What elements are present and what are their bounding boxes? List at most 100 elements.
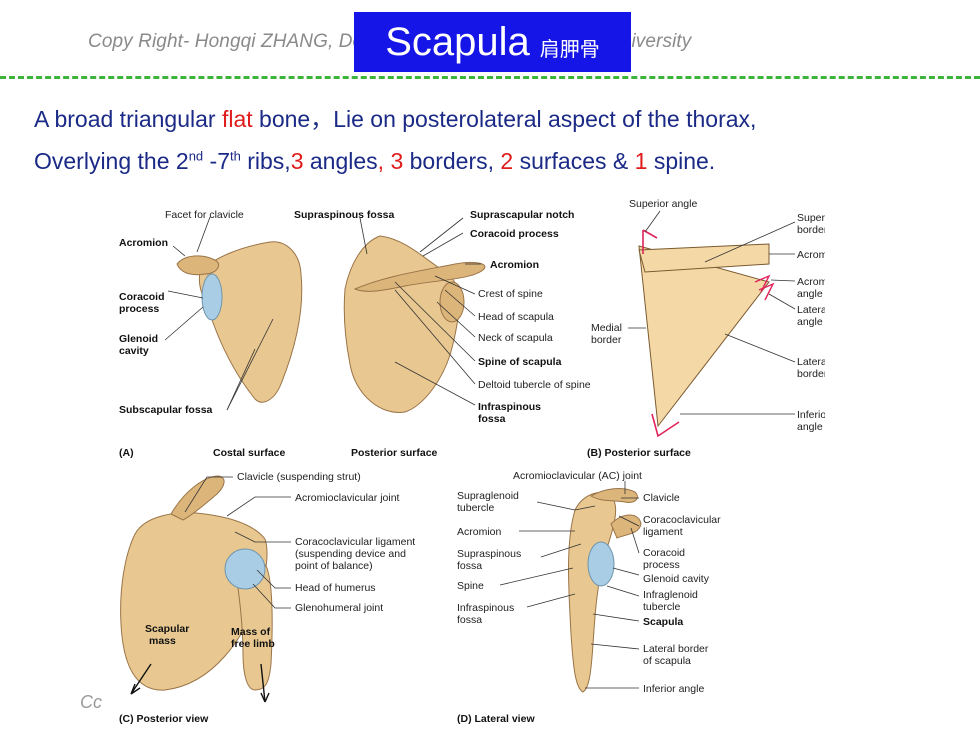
free-limb-arrow bbox=[260, 663, 270, 703]
intro-comma: , bbox=[377, 148, 385, 174]
intro-text: surfaces & bbox=[513, 148, 635, 174]
label-subscapular-fossa: Subscapular fossa bbox=[119, 404, 213, 416]
label-acromion-b: Acromion bbox=[797, 249, 825, 261]
intro-line-1: A broad triangular flat bone，Lie on post… bbox=[34, 100, 756, 134]
label-infraglenoid-l2: tubercle bbox=[643, 601, 681, 613]
label-acromion-posterior: Acromion bbox=[490, 259, 539, 271]
lateral-glenoid-shape bbox=[587, 541, 615, 587]
label-superior-border-l2: border bbox=[797, 224, 825, 236]
page-title: Scapula bbox=[385, 19, 530, 64]
intro-text: spine. bbox=[647, 148, 716, 174]
label-ac-joint-d: Acromioclavicular (AC) joint bbox=[513, 470, 642, 482]
label-inferior-angle-l1: Inferior bbox=[797, 409, 825, 421]
label-lateral-angle-l1: Lateral bbox=[797, 304, 825, 316]
label-infraspinous-d-l1: Infraspinous bbox=[457, 602, 514, 614]
posterior-glenoid-shape bbox=[439, 281, 465, 323]
scapula-figure: Facet for clavicle Supraspinous fossa Su… bbox=[119, 198, 825, 725]
label-scapular-mass-l1: Scapular bbox=[145, 623, 189, 635]
label-inferior-angle-l2: angle bbox=[797, 421, 823, 433]
humeral-head-shape bbox=[224, 548, 266, 590]
label-coracoclavicular-d-l2: ligament bbox=[643, 526, 683, 538]
label-coracoid-d-l2: process bbox=[643, 559, 680, 571]
count-borders: 3 bbox=[384, 148, 404, 174]
leader-lines-b bbox=[628, 210, 796, 415]
posterior-scapula-shape bbox=[343, 235, 460, 413]
inferior-angle-mark bbox=[651, 413, 680, 438]
intro-text: borders, bbox=[403, 148, 501, 174]
label-supraspinous-fossa: Supraspinous fossa bbox=[294, 209, 395, 221]
count-angles: 3 bbox=[290, 148, 304, 174]
partial-footer-text: Cc bbox=[80, 692, 102, 712]
label-acromion-d: Acromion bbox=[457, 526, 502, 538]
label-coracoclavicular-d-l1: Coracoclavicular bbox=[643, 514, 721, 526]
label-coracoclavicular-l2: (suspending device and bbox=[295, 548, 406, 560]
panel-b: Superior angle Superior border Acromion … bbox=[587, 198, 825, 459]
label-superior-border-l1: Superior bbox=[797, 212, 825, 224]
label-coracoid-l1: Coracoid bbox=[119, 291, 165, 303]
panel-d: Acromioclavicular (AC) joint Supraglenoi… bbox=[457, 470, 721, 725]
label-superior-angle: Superior angle bbox=[629, 198, 697, 210]
shoulder-humerus-shape bbox=[234, 558, 273, 691]
label-lateral-border-l2: border bbox=[797, 368, 825, 380]
title-box: Scapula 肩胛骨 bbox=[354, 12, 631, 72]
dashed-divider bbox=[0, 76, 980, 79]
label-coracoclavicular-l3: point of balance) bbox=[295, 560, 373, 572]
page-title-chinese: 肩胛骨 bbox=[539, 36, 600, 61]
intro-highlight-flat: flat bbox=[221, 106, 253, 132]
label-acromial-angle-l2: angle bbox=[797, 288, 823, 300]
label-spine-of-scapula: Spine of scapula bbox=[478, 356, 562, 368]
lateral-coracoid-shape bbox=[610, 514, 642, 539]
label-glenoid-cavity-d: Glenoid cavity bbox=[643, 573, 710, 585]
label-medial-border-l2: border bbox=[591, 334, 622, 346]
panel-d-caption: (D) Lateral view bbox=[457, 713, 535, 725]
label-glenoid-l2: cavity bbox=[119, 345, 149, 357]
panel-c-caption: (C) Posterior view bbox=[119, 713, 209, 725]
label-clavicle-strut: Clavicle (suspending strut) bbox=[237, 471, 361, 483]
scapular-mass-arrow bbox=[130, 663, 152, 695]
label-coracoclavicular-l1: Coracoclavicular ligament bbox=[295, 536, 415, 548]
label-coracoid-d-l1: Coracoid bbox=[643, 547, 685, 559]
label-infraspinous-d-l2: fossa bbox=[457, 614, 482, 626]
count-surfaces: 2 bbox=[500, 148, 514, 174]
intro-text: angles bbox=[303, 148, 378, 174]
count-spine: 1 bbox=[634, 148, 648, 174]
label-head-of-humerus: Head of humerus bbox=[295, 582, 376, 594]
label-ac-joint: Acromioclavicular joint bbox=[295, 492, 400, 504]
label-glenohumeral-joint: Glenohumeral joint bbox=[295, 602, 383, 614]
label-supraspinous-d-l1: Supraspinous bbox=[457, 548, 521, 560]
label-supraspinous-d-l2: fossa bbox=[457, 560, 482, 572]
label-scapula-d: Scapula bbox=[643, 616, 683, 628]
leader-lines-d bbox=[499, 481, 640, 689]
costal-glenoid-shape bbox=[201, 273, 223, 321]
label-medial-border-l1: Medial bbox=[591, 322, 622, 334]
intro-line-2: Overlying the 2nd -7th ribs,3 angles, 3 … bbox=[34, 148, 715, 175]
label-head-of-scapula: Head of scapula bbox=[478, 311, 554, 323]
label-crest-of-spine: Crest of spine bbox=[478, 288, 543, 300]
posterior-spine-shape bbox=[353, 261, 486, 292]
label-supraglenoid-l1: Supraglenoid bbox=[457, 490, 519, 502]
lateral-clavicle-shape bbox=[590, 488, 638, 503]
label-posterior-surface: Posterior surface bbox=[351, 447, 438, 459]
label-lateral-border-d-l1: Lateral border bbox=[643, 643, 709, 655]
label-inferior-angle-d: Inferior angle bbox=[643, 683, 704, 695]
triangle-spine-shape bbox=[638, 243, 770, 273]
intro-text: ribs, bbox=[240, 148, 291, 174]
shoulder-clavicle-shape bbox=[170, 475, 225, 521]
label-scapular-mass-l2: mass bbox=[149, 635, 176, 647]
label-neck-of-scapula: Neck of scapula bbox=[478, 332, 553, 344]
costal-acromion-shape bbox=[176, 255, 220, 276]
label-spine-d: Spine bbox=[457, 580, 484, 592]
label-mass-free-limb-l1: Mass of bbox=[231, 626, 271, 638]
intro-text: -7 bbox=[203, 148, 231, 174]
label-infraspinous-l1: Infraspinous bbox=[478, 401, 541, 413]
label-lateral-angle-l2: angle bbox=[797, 316, 823, 328]
intro-text: bone，Lie on posterolateral aspect of the… bbox=[252, 106, 757, 132]
label-mass-free-limb-l2: free limb bbox=[231, 638, 275, 650]
label-clavicle-d: Clavicle bbox=[643, 492, 680, 504]
acromial-angle-mark bbox=[754, 274, 775, 301]
leader-lines-c bbox=[184, 476, 291, 609]
label-acromion-a: Acromion bbox=[119, 237, 168, 249]
label-coracoid-process: Coracoid process bbox=[470, 228, 559, 240]
ordinal-sup: th bbox=[230, 148, 241, 164]
label-acromial-angle-l1: Acromial bbox=[797, 276, 825, 288]
